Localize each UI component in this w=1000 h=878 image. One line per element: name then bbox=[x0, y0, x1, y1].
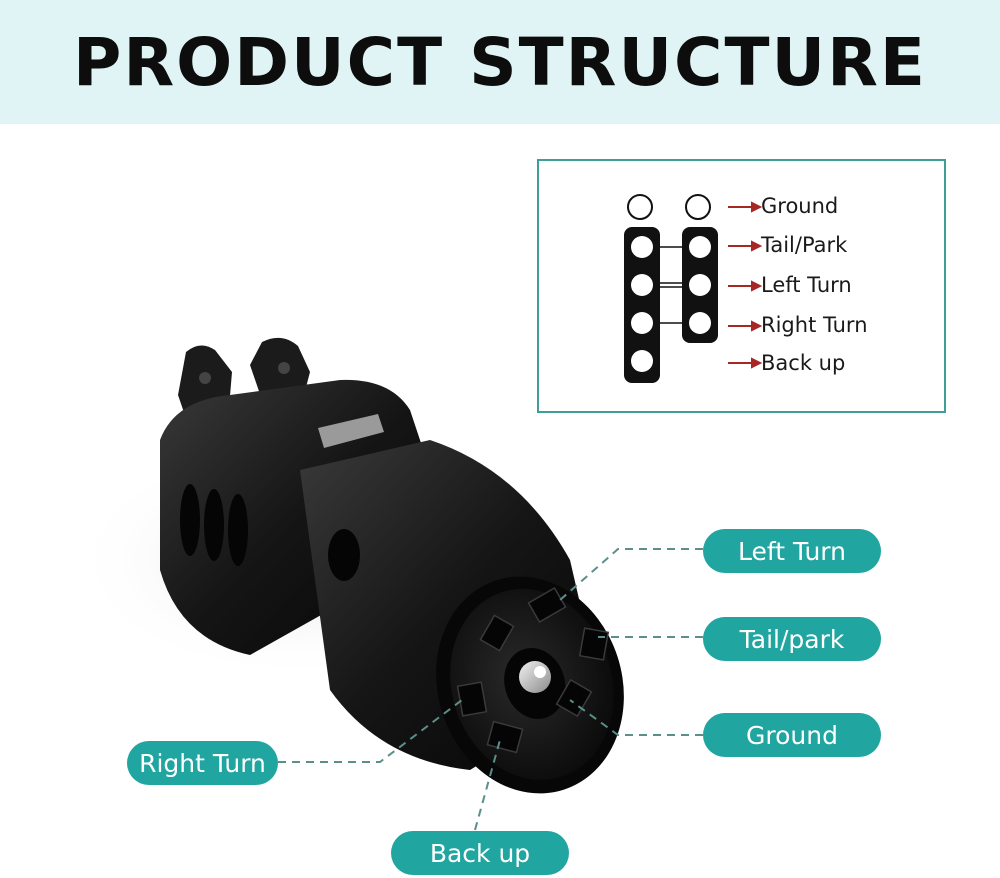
left-pin-strip bbox=[624, 227, 660, 383]
center-pin bbox=[519, 661, 551, 693]
side-hole bbox=[328, 529, 360, 581]
callout-left-turn: Left Turn bbox=[703, 529, 881, 573]
page-title: PRODUCT STRUCTURE bbox=[72, 23, 928, 101]
latch-tab bbox=[318, 414, 384, 448]
callout-right-turn: Right Turn bbox=[127, 741, 278, 785]
legend-item-back-up: Back up bbox=[761, 351, 846, 375]
callout-leader-lines bbox=[278, 548, 703, 831]
ground-pin-icon-left bbox=[627, 194, 653, 220]
terminal-slots bbox=[456, 586, 610, 754]
legend-arrows bbox=[728, 201, 763, 369]
housing-ribs bbox=[180, 484, 248, 566]
legend-item-right-turn: Right Turn bbox=[761, 313, 868, 337]
legend-item-tail-park: Tail/Park bbox=[761, 233, 848, 257]
ground-pin-icon-right bbox=[685, 194, 711, 220]
legend-item-ground: Ground bbox=[761, 194, 839, 218]
pin-links bbox=[660, 246, 682, 324]
rear-housing bbox=[160, 379, 430, 655]
legend-item-left-turn: Left Turn bbox=[761, 273, 852, 297]
callout-ground: Ground bbox=[703, 713, 881, 757]
pin-diagram bbox=[624, 194, 763, 383]
pin-legend: Ground Tail/Park Left Turn Right Turn Ba… bbox=[537, 159, 946, 413]
callout-back-up: Back up bbox=[391, 831, 569, 875]
pin-holes bbox=[631, 236, 711, 372]
title-banner: PRODUCT STRUCTURE bbox=[0, 0, 1000, 124]
callout-tail-park: Tail/park bbox=[703, 617, 881, 661]
